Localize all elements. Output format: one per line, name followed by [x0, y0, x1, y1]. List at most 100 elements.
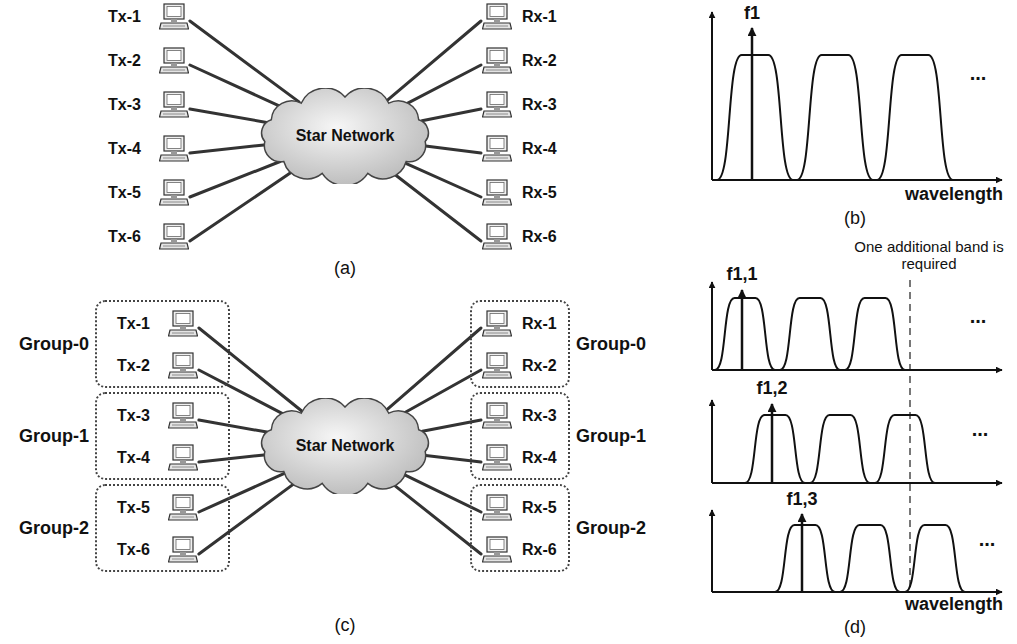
drawing-part — [167, 227, 181, 237]
continuation-dots: ... — [972, 418, 989, 441]
drawing-part — [176, 314, 190, 324]
drawing-part — [487, 92, 507, 107]
computer-node: Rx-5 — [482, 179, 557, 207]
drawing-part — [164, 92, 184, 107]
computer-node: Rx-2 — [482, 352, 557, 380]
carrier-label: f1,1 — [726, 264, 757, 285]
drawing-part — [483, 155, 512, 161]
drawing-part — [167, 139, 181, 149]
drawing-part — [483, 111, 512, 117]
computer-icon — [168, 444, 198, 472]
drawing-part — [483, 330, 512, 336]
computer-icon — [482, 3, 512, 31]
computer-node: Tx-5 — [117, 494, 198, 522]
terminal-label: Rx-1 — [522, 315, 557, 333]
carrier-label: f1,2 — [756, 378, 787, 399]
computer-node: Tx-1 — [108, 3, 189, 31]
fiber-link — [402, 65, 481, 106]
fiber-link — [190, 65, 284, 108]
drawing-part — [163, 246, 185, 247]
terminal-label: Rx-2 — [522, 52, 557, 70]
computer-node: Rx-5 — [482, 494, 557, 522]
drawing-part — [180, 368, 186, 371]
drawing-part — [483, 556, 512, 562]
drawing-part — [490, 356, 504, 366]
computer-icon — [168, 352, 198, 380]
fiber-link — [389, 481, 481, 554]
drawing-part — [164, 224, 184, 239]
drawing-part — [176, 356, 190, 366]
filter-band — [717, 55, 793, 180]
computer-node: Rx-6 — [482, 536, 557, 564]
terminal-label: Tx-2 — [108, 52, 141, 70]
drawing-part — [163, 158, 185, 159]
drawing-part — [164, 4, 184, 19]
fiber-link — [190, 162, 280, 198]
drawing-part — [163, 114, 185, 115]
drawing-part — [490, 498, 504, 508]
filter-band — [745, 415, 805, 483]
drawing-part — [490, 183, 504, 193]
terminal-label: Rx-5 — [522, 184, 557, 202]
carrier-label: f1 — [744, 3, 760, 24]
drawing-part — [180, 460, 186, 463]
drawing-part — [490, 227, 504, 237]
terminal-label: Rx-2 — [522, 357, 557, 375]
computer-node: Rx-4 — [482, 444, 557, 472]
drawing-part — [171, 107, 177, 110]
drawing-part — [486, 333, 508, 334]
group-box: Group-2Rx-5Rx-6 — [470, 484, 570, 572]
drawing-part — [172, 517, 194, 518]
drawing-part — [483, 199, 512, 205]
computer-node: Tx-1 — [117, 310, 198, 338]
drawing-part — [159, 111, 188, 117]
drawing-part — [168, 556, 197, 562]
drawing-part — [159, 155, 188, 161]
drawing-part — [167, 51, 181, 61]
drawing-part — [494, 552, 500, 555]
computer-icon — [482, 310, 512, 338]
drawing-part — [171, 239, 177, 242]
continuation-dots: ... — [970, 62, 987, 85]
drawing-part — [487, 311, 507, 326]
computer-node: Rx-2 — [482, 47, 557, 75]
filter-band — [775, 525, 835, 592]
filter-band — [840, 525, 900, 592]
computer-icon — [168, 402, 198, 430]
computer-icon — [482, 352, 512, 380]
terminal-label: Rx-6 — [522, 228, 557, 246]
drawing-part — [173, 537, 193, 552]
computer-node: Rx-1 — [482, 310, 557, 338]
drawing-part — [163, 70, 185, 71]
drawing-part — [487, 180, 507, 195]
computer-node: Tx-4 — [108, 135, 189, 163]
drawing-part — [483, 67, 512, 73]
y-axis — [711, 282, 713, 370]
continuation-dots: ... — [979, 528, 996, 551]
fiber-link — [426, 456, 481, 463]
drawing-part — [159, 23, 188, 29]
terminal-label: Rx-3 — [522, 96, 557, 114]
fiber-link — [426, 146, 482, 153]
drawing-part — [173, 445, 193, 460]
drawing-part — [486, 246, 508, 247]
computer-icon — [159, 179, 189, 207]
drawing-part — [483, 243, 512, 249]
cloud-label: Star Network — [296, 127, 395, 145]
computer-node: Tx-2 — [117, 352, 198, 380]
drawing-part — [494, 63, 500, 66]
drawing-part — [483, 23, 512, 29]
group-label: Group-1 — [19, 426, 89, 447]
drawing-part — [171, 151, 177, 154]
terminal-label: Tx-1 — [117, 315, 150, 333]
drawing-part — [486, 202, 508, 203]
drawing-part — [172, 375, 194, 376]
drawing-part — [262, 398, 429, 494]
computer-node: Tx-5 — [108, 179, 189, 207]
drawing-part — [164, 136, 184, 151]
drawing-part — [159, 243, 188, 249]
drawing-part — [486, 517, 508, 518]
drawing-part — [490, 95, 504, 105]
drawing-part — [490, 540, 504, 550]
drawing-part — [494, 239, 500, 242]
